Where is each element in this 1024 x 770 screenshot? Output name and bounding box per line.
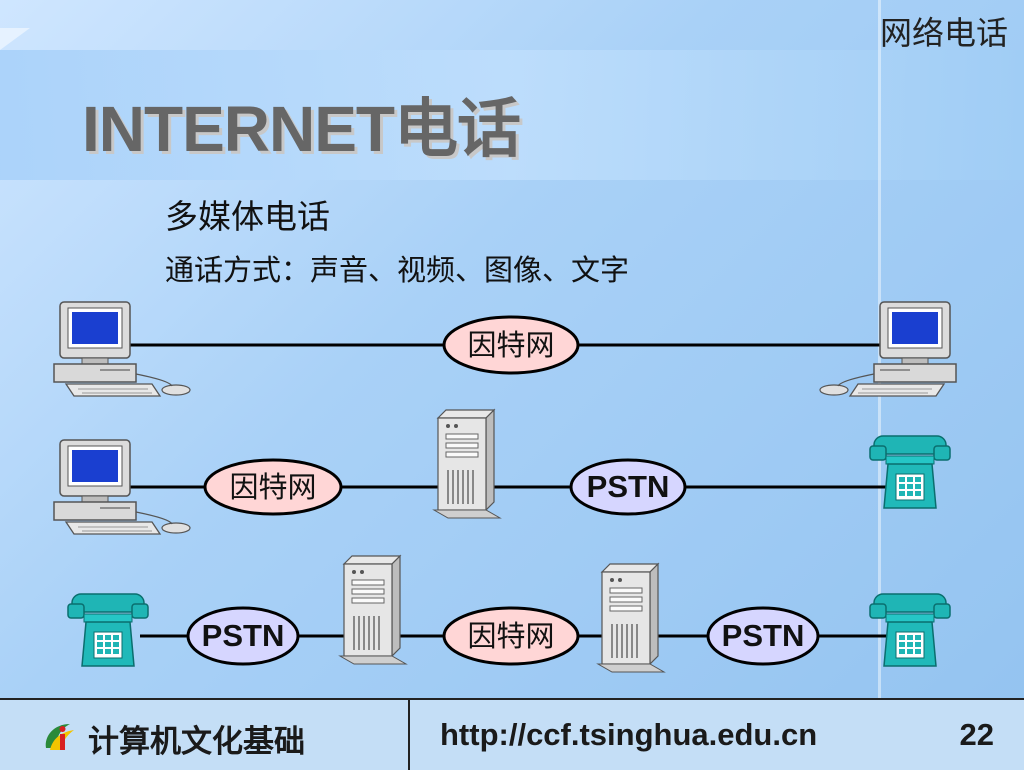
section-label: 网络电话	[879, 14, 1008, 52]
row2-telephone-icon	[869, 435, 951, 509]
row3-server-right-icon	[597, 563, 665, 673]
row3-pstn-left-label: PSTN	[202, 618, 285, 653]
row3-internet-node: 因特网	[442, 606, 580, 666]
row2-internet-label: 因特网	[229, 470, 316, 504]
slide-detail: 通话方式：声音、视频、图像、文字	[165, 253, 630, 287]
row3-pstn-right-node: PSTN	[706, 606, 820, 666]
corner-decoration	[0, 28, 30, 50]
row2-internet-node: 因特网	[203, 458, 343, 516]
row3-pstn-right-label: PSTN	[722, 618, 805, 653]
slide-subtitle: 多媒体电话	[165, 197, 330, 236]
row2-server-icon	[433, 409, 501, 519]
course-url-link[interactable]: http://ccf.tsinghua.edu.cn	[440, 717, 818, 752]
network-diagram: 因特网 因特网 PSTN PSTN 因特网	[53, 301, 957, 673]
row3-internet-label: 因特网	[467, 619, 554, 653]
row1-computer-right-icon	[819, 301, 957, 397]
title-band	[0, 50, 1024, 180]
row2-pstn-node: PSTN	[569, 458, 687, 516]
course-name: 计算机文化基础	[88, 724, 305, 760]
footer-divider	[408, 700, 410, 770]
row3-server-left-icon	[339, 555, 407, 665]
slide-title: INTERNET电话	[82, 93, 521, 165]
page-number: 22	[959, 717, 994, 752]
row1-internet-node: 因特网	[442, 315, 580, 375]
row1-computer-left-icon	[53, 301, 191, 397]
row1-internet-label: 因特网	[467, 328, 554, 362]
row2-pstn-label: PSTN	[587, 469, 670, 504]
row3-pstn-left-node: PSTN	[186, 606, 300, 666]
course-logo-icon	[45, 724, 74, 750]
footer-bar: 计算机文化基础 http://ccf.tsinghua.edu.cn 22	[0, 698, 1024, 770]
row3-telephone-left-icon	[67, 593, 149, 667]
row3-telephone-right-icon	[869, 593, 951, 667]
